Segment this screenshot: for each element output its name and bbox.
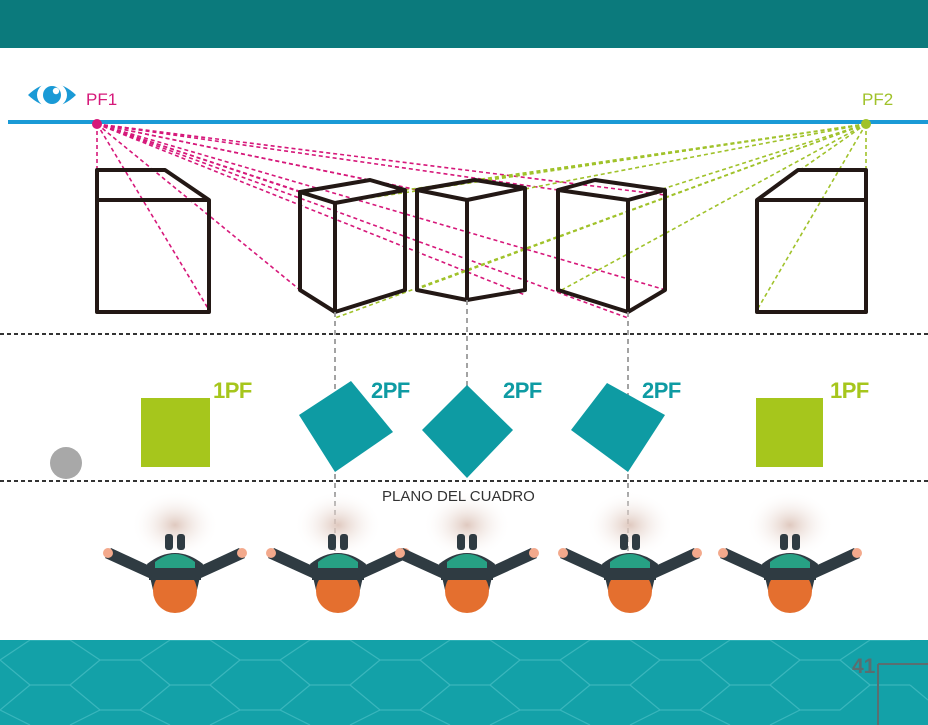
observer-dot — [50, 447, 82, 479]
plan-square-one-point-right — [756, 398, 823, 467]
plan-square-one-point-left — [141, 398, 210, 467]
pf1-label: PF1 — [86, 90, 118, 109]
header-bar — [0, 0, 928, 48]
pf1-projection-lines — [96, 123, 667, 319]
cube-two-point-1 — [298, 178, 407, 314]
plan-square-two-point-1 — [299, 381, 393, 472]
view-label-2pf-1: 2PF — [371, 378, 410, 403]
footer-pattern — [0, 640, 928, 725]
pf2-label: PF2 — [862, 90, 894, 109]
pf2-projection-lines — [334, 123, 867, 319]
observer-figure-icon — [266, 491, 410, 613]
page-number: 41 — [852, 655, 876, 678]
view-label-1pf-left: 1PF — [213, 378, 252, 403]
view-label-1pf-right: 1PF — [830, 378, 869, 403]
observer-figure-icon — [718, 491, 862, 613]
observer-figure-icon — [395, 491, 539, 613]
cube-one-point-right — [755, 168, 868, 314]
pf2-point — [861, 119, 871, 129]
pf1-point — [92, 119, 102, 129]
view-label-2pf-3: 2PF — [642, 378, 681, 403]
plan-square-two-point-3 — [571, 383, 665, 472]
cube-two-point-2 — [415, 178, 527, 302]
picture-plane-label: PLANO DEL CUADRO — [382, 488, 535, 505]
cube-two-point-3 — [556, 178, 667, 314]
footer-band — [0, 640, 928, 725]
observer-figure-icon — [103, 491, 247, 613]
view-label-2pf-2: 2PF — [503, 378, 542, 403]
observer-figure-icon — [558, 491, 702, 613]
plan-square-two-point-2 — [422, 385, 513, 478]
cube-one-point-left — [95, 168, 211, 314]
eye-icon — [28, 82, 76, 108]
